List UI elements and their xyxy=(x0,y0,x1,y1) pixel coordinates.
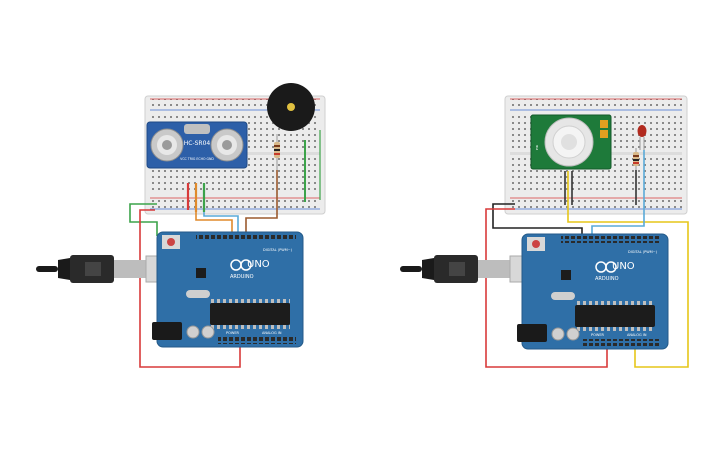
led xyxy=(637,125,647,150)
wire-echo-arduino xyxy=(203,212,239,236)
wire-trig-arduino xyxy=(195,212,233,236)
right-circuit: PIR xyxy=(400,95,689,368)
buzzer xyxy=(267,83,315,131)
pir-sensor: PIR xyxy=(530,114,612,170)
board-power-label-left: POWER xyxy=(226,331,240,335)
arduino-logo-left xyxy=(230,259,252,271)
wire-gnd-left xyxy=(129,203,158,236)
board-model-right: UNO xyxy=(612,261,635,272)
wire-pir-signal xyxy=(567,171,689,368)
pir-sensor-label: PIR xyxy=(535,145,539,150)
arduino-left: UNO ARDUINO DIGITAL (PWM~) POWER ANALOG … xyxy=(152,231,304,348)
wire-gnd-right xyxy=(492,203,583,238)
sensor-label: HC-SR04 xyxy=(184,140,211,147)
board-digital-label-right: DIGITAL (PWM~) xyxy=(628,250,658,254)
usb-cable-left xyxy=(36,255,167,283)
resistor-right xyxy=(633,148,639,170)
board-analog-label-left: ANALOG IN xyxy=(262,331,282,335)
wire-buzzer-arduino xyxy=(245,170,278,236)
board-power-label-right: POWER xyxy=(591,333,605,337)
usb-cable-right xyxy=(400,255,531,283)
left-circuit: HC-SR04 VCC TRIG ECHO GND xyxy=(36,83,326,368)
board-model-left: UNO xyxy=(247,259,270,270)
board-brand-right: ARDUINO xyxy=(595,276,619,282)
arduino-logo-right xyxy=(595,261,617,273)
wire-led-signal xyxy=(591,150,645,238)
arduino-right: UNO ARDUINO DIGITAL (PWM~) POWER ANALOG … xyxy=(517,233,669,350)
wire-5v-right xyxy=(485,208,608,368)
board-digital-label-left: DIGITAL (PWM~) xyxy=(263,248,293,252)
sensor-pins-label: VCC TRIG ECHO GND xyxy=(180,157,214,161)
ultrasonic-sensor: HC-SR04 VCC TRIG ECHO GND xyxy=(146,121,248,169)
wire-5v-left xyxy=(139,209,241,368)
board-brand-left: ARDUINO xyxy=(230,274,254,280)
board-analog-label-right: ANALOG IN xyxy=(627,333,647,337)
resistor-left xyxy=(274,134,280,170)
